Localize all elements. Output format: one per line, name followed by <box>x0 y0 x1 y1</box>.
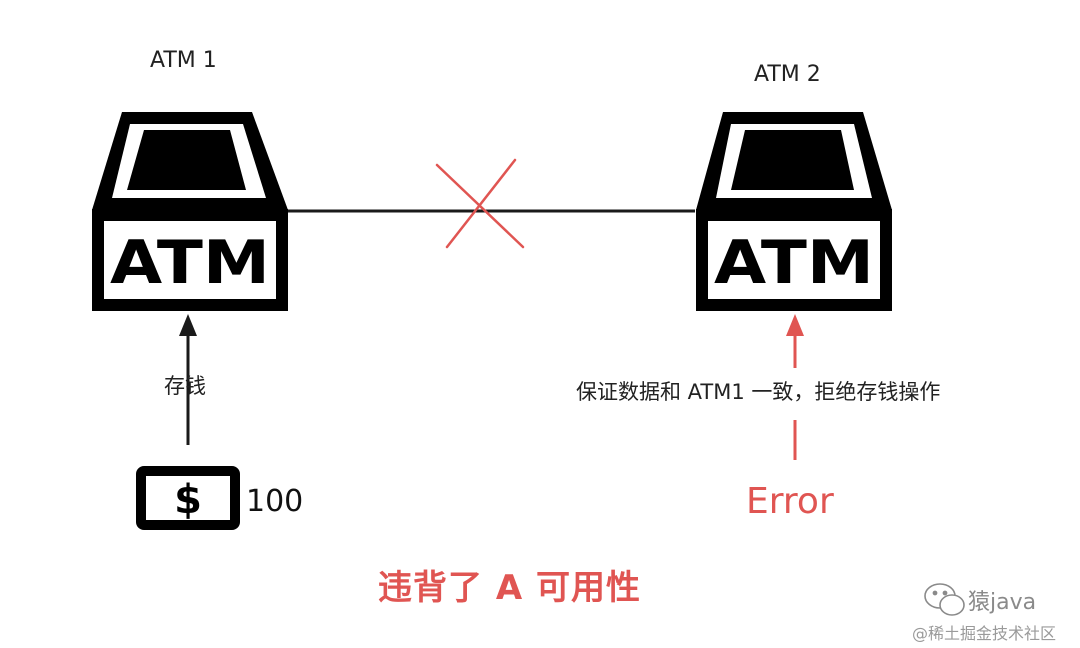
watermark-brand: 猿java <box>968 590 1037 615</box>
atm2-reject-note: 保证数据和 ATM1 一致，拒绝存钱操作 <box>576 380 941 404</box>
conclusion-title: 违背了 A 可用性 <box>378 568 641 608</box>
atm1-label: ATM 1 <box>150 48 217 73</box>
deposit-amount: 100 <box>246 484 304 519</box>
atm1-face-text: ATM <box>110 228 270 298</box>
deposit-action-label: 存钱 <box>164 374 206 398</box>
deposit-arrow <box>179 314 197 445</box>
atm2-machine-icon: ATM <box>696 112 892 311</box>
wechat-icon <box>924 583 965 616</box>
rejected-arrow <box>786 314 804 460</box>
watermark-site: @稀土掘金技术社区 <box>912 624 1057 643</box>
partition-x-icon <box>435 158 525 249</box>
atm1-machine-icon: ATM <box>92 112 288 311</box>
error-label: Error <box>746 481 834 522</box>
atm2-face-text: ATM <box>714 228 874 298</box>
money-icon: $ <box>136 466 240 530</box>
money-symbol: $ <box>174 477 202 523</box>
atm2-label: ATM 2 <box>754 62 821 87</box>
